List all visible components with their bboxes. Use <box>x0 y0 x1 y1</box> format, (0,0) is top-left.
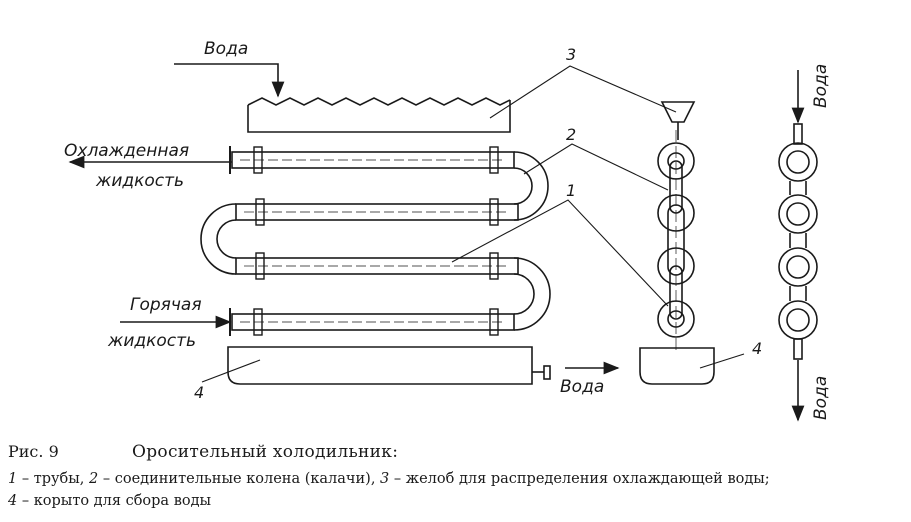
callout-2: 2 <box>566 125 576 144</box>
label-water-out: Вода <box>560 377 604 397</box>
front-view <box>778 70 818 422</box>
legend-text-1: трубы, <box>33 471 85 487</box>
label-water-side-bottom: Вода <box>811 376 831 420</box>
callout-3: 3 <box>566 45 576 64</box>
legend-num-2: 2 <box>89 471 99 487</box>
figure-legend: 1 – трубы, 2 – соединительные колена (ка… <box>8 471 770 509</box>
label-hot-liquid-2: жидкость <box>107 331 196 351</box>
legend-num-3: 3 <box>380 471 390 487</box>
legend-text-3: желоб для распределения охлаждающей воды… <box>405 471 770 487</box>
legend-text-2: соединительные колена (калачи), <box>114 471 376 487</box>
label-cooled-liquid-2: жидкость <box>95 171 184 191</box>
callout-4-right: 4 <box>752 339 762 358</box>
cooler-diagram: Вода Охлажденная жидкость Горячая жидкос… <box>64 39 831 422</box>
callout-1: 1 <box>566 181 576 200</box>
figure-title: Оросительный холодильник: <box>132 442 399 462</box>
connecting-bends <box>200 151 551 331</box>
figure-caption: Рис. 9 Оросительный холодильник: 1 – тру… <box>8 436 908 509</box>
label-hot-liquid-1: Горячая <box>130 295 202 315</box>
callout-4-left: 4 <box>194 383 204 402</box>
legend-text-4: корыто для сбора воды <box>33 493 212 509</box>
figure-number: Рис. 9 <box>8 442 59 461</box>
label-cooled-liquid-1: Охлажденная <box>64 141 189 161</box>
water-inlet-arrow <box>174 63 285 98</box>
flanges <box>253 146 499 336</box>
collecting-trough <box>227 346 551 385</box>
side-view <box>639 101 715 385</box>
label-water-side-top: Вода <box>811 64 831 108</box>
callout-leaders <box>201 65 745 383</box>
distribution-trough <box>247 97 511 133</box>
legend-num-4: 4 <box>8 493 18 509</box>
legend-num-1: 1 <box>8 471 18 487</box>
tubes <box>229 146 519 336</box>
label-water-top: Вода <box>204 39 248 59</box>
